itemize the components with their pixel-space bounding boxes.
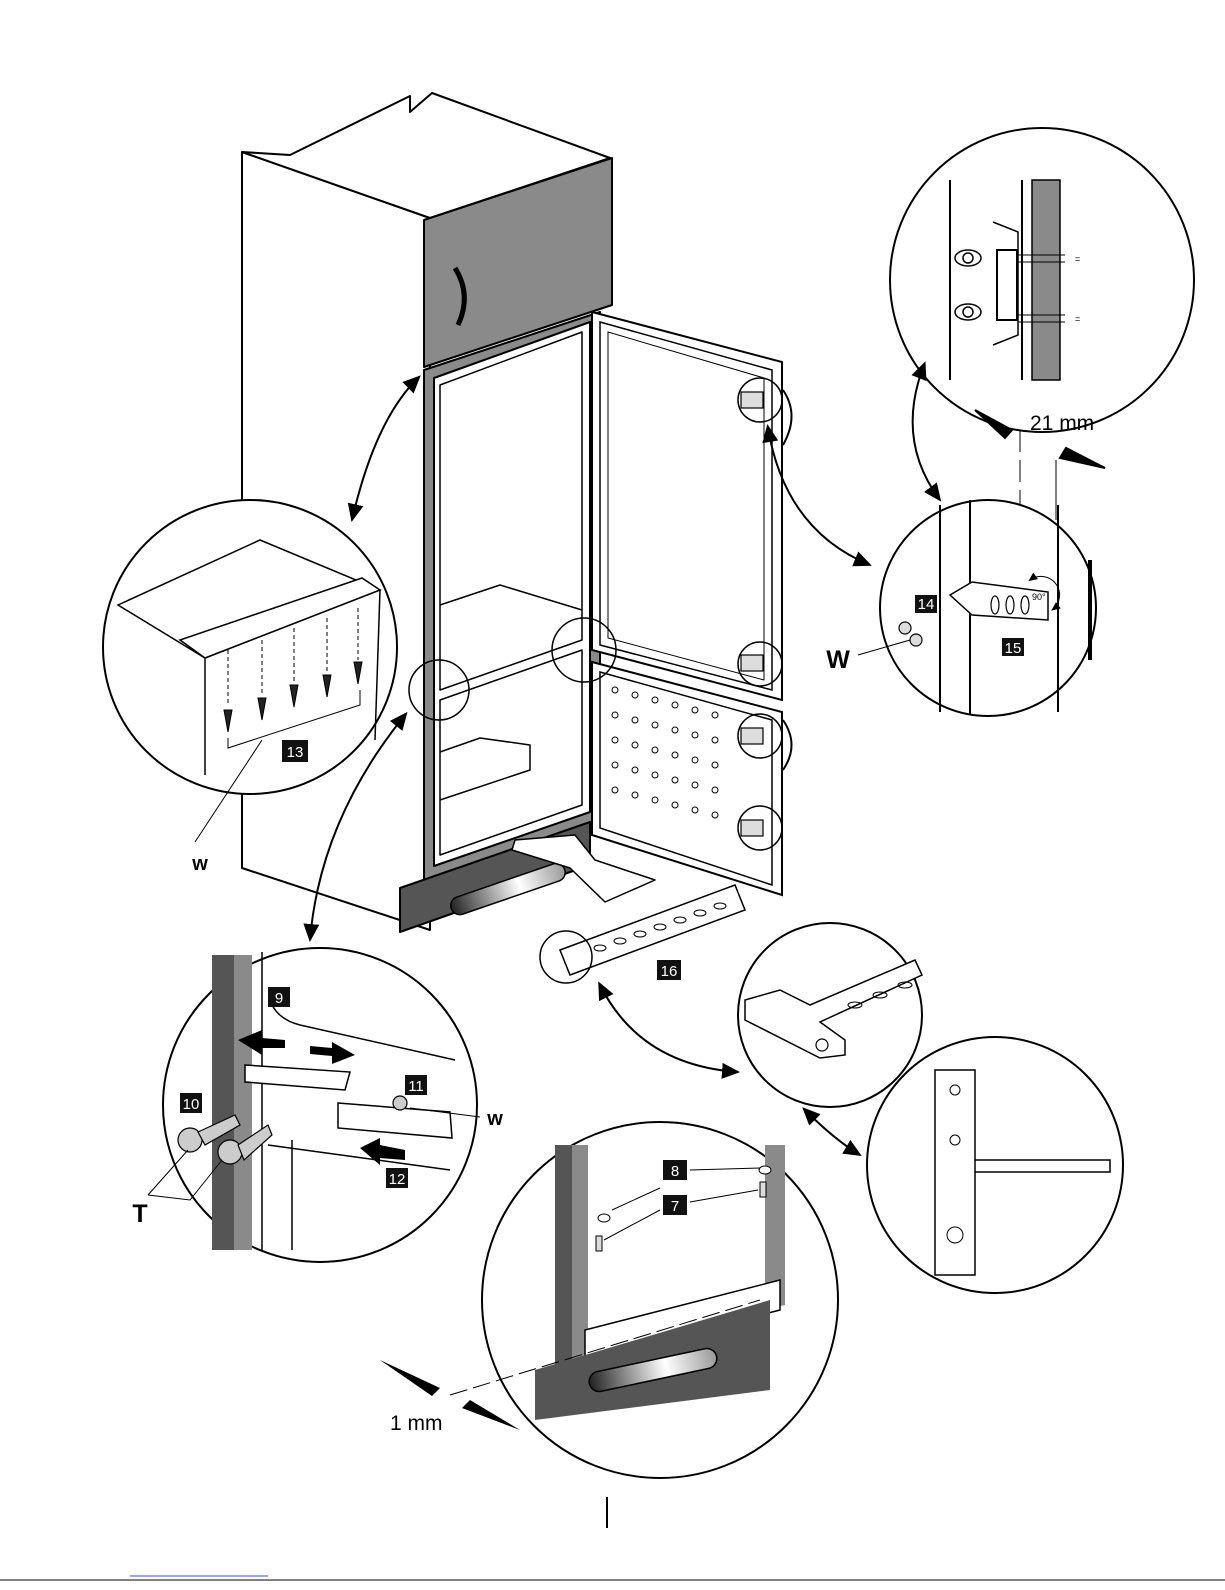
connector-arrow-mid-right (768, 428, 870, 565)
detail-hinge-top (890, 128, 1194, 432)
label-16: 16 (661, 963, 678, 980)
label-w-hinge: w (486, 1108, 503, 1130)
label-90deg: 90° (1032, 592, 1046, 602)
label-equal-1: = (1075, 254, 1080, 264)
door-hinge-top (741, 392, 763, 408)
label-12: 12 (389, 1171, 406, 1188)
detail-hinge-middle (880, 500, 1096, 716)
label-14: 14 (918, 596, 935, 613)
label-13: 13 (287, 744, 304, 761)
label-8: 8 (671, 1163, 679, 1180)
label-11: 11 (408, 1078, 424, 1095)
label-w-left: w (191, 853, 208, 875)
connector-arrow-rail (600, 985, 738, 1072)
door-back-curves (783, 390, 792, 770)
label-1mm: 1 mm (390, 1412, 443, 1435)
connector-arrow-bracket (805, 1110, 860, 1155)
upper-door (592, 312, 782, 700)
detail-rail-end (738, 923, 922, 1107)
label-10: 10 (183, 1096, 200, 1113)
label-15: 15 (1005, 640, 1022, 657)
lower-door (592, 662, 782, 895)
label-w-right: W (826, 646, 850, 674)
label-21mm: 21 mm (1030, 412, 1094, 435)
fridge-interior (434, 322, 590, 866)
label-t: T (132, 1200, 147, 1228)
detail-rail-bracket (867, 1037, 1123, 1293)
label-9: 9 (275, 990, 283, 1007)
door-hinge-bottom (741, 655, 763, 671)
label-equal-2: = (1075, 314, 1080, 324)
label-7: 7 (671, 1198, 679, 1215)
bottom-rail (540, 885, 745, 983)
